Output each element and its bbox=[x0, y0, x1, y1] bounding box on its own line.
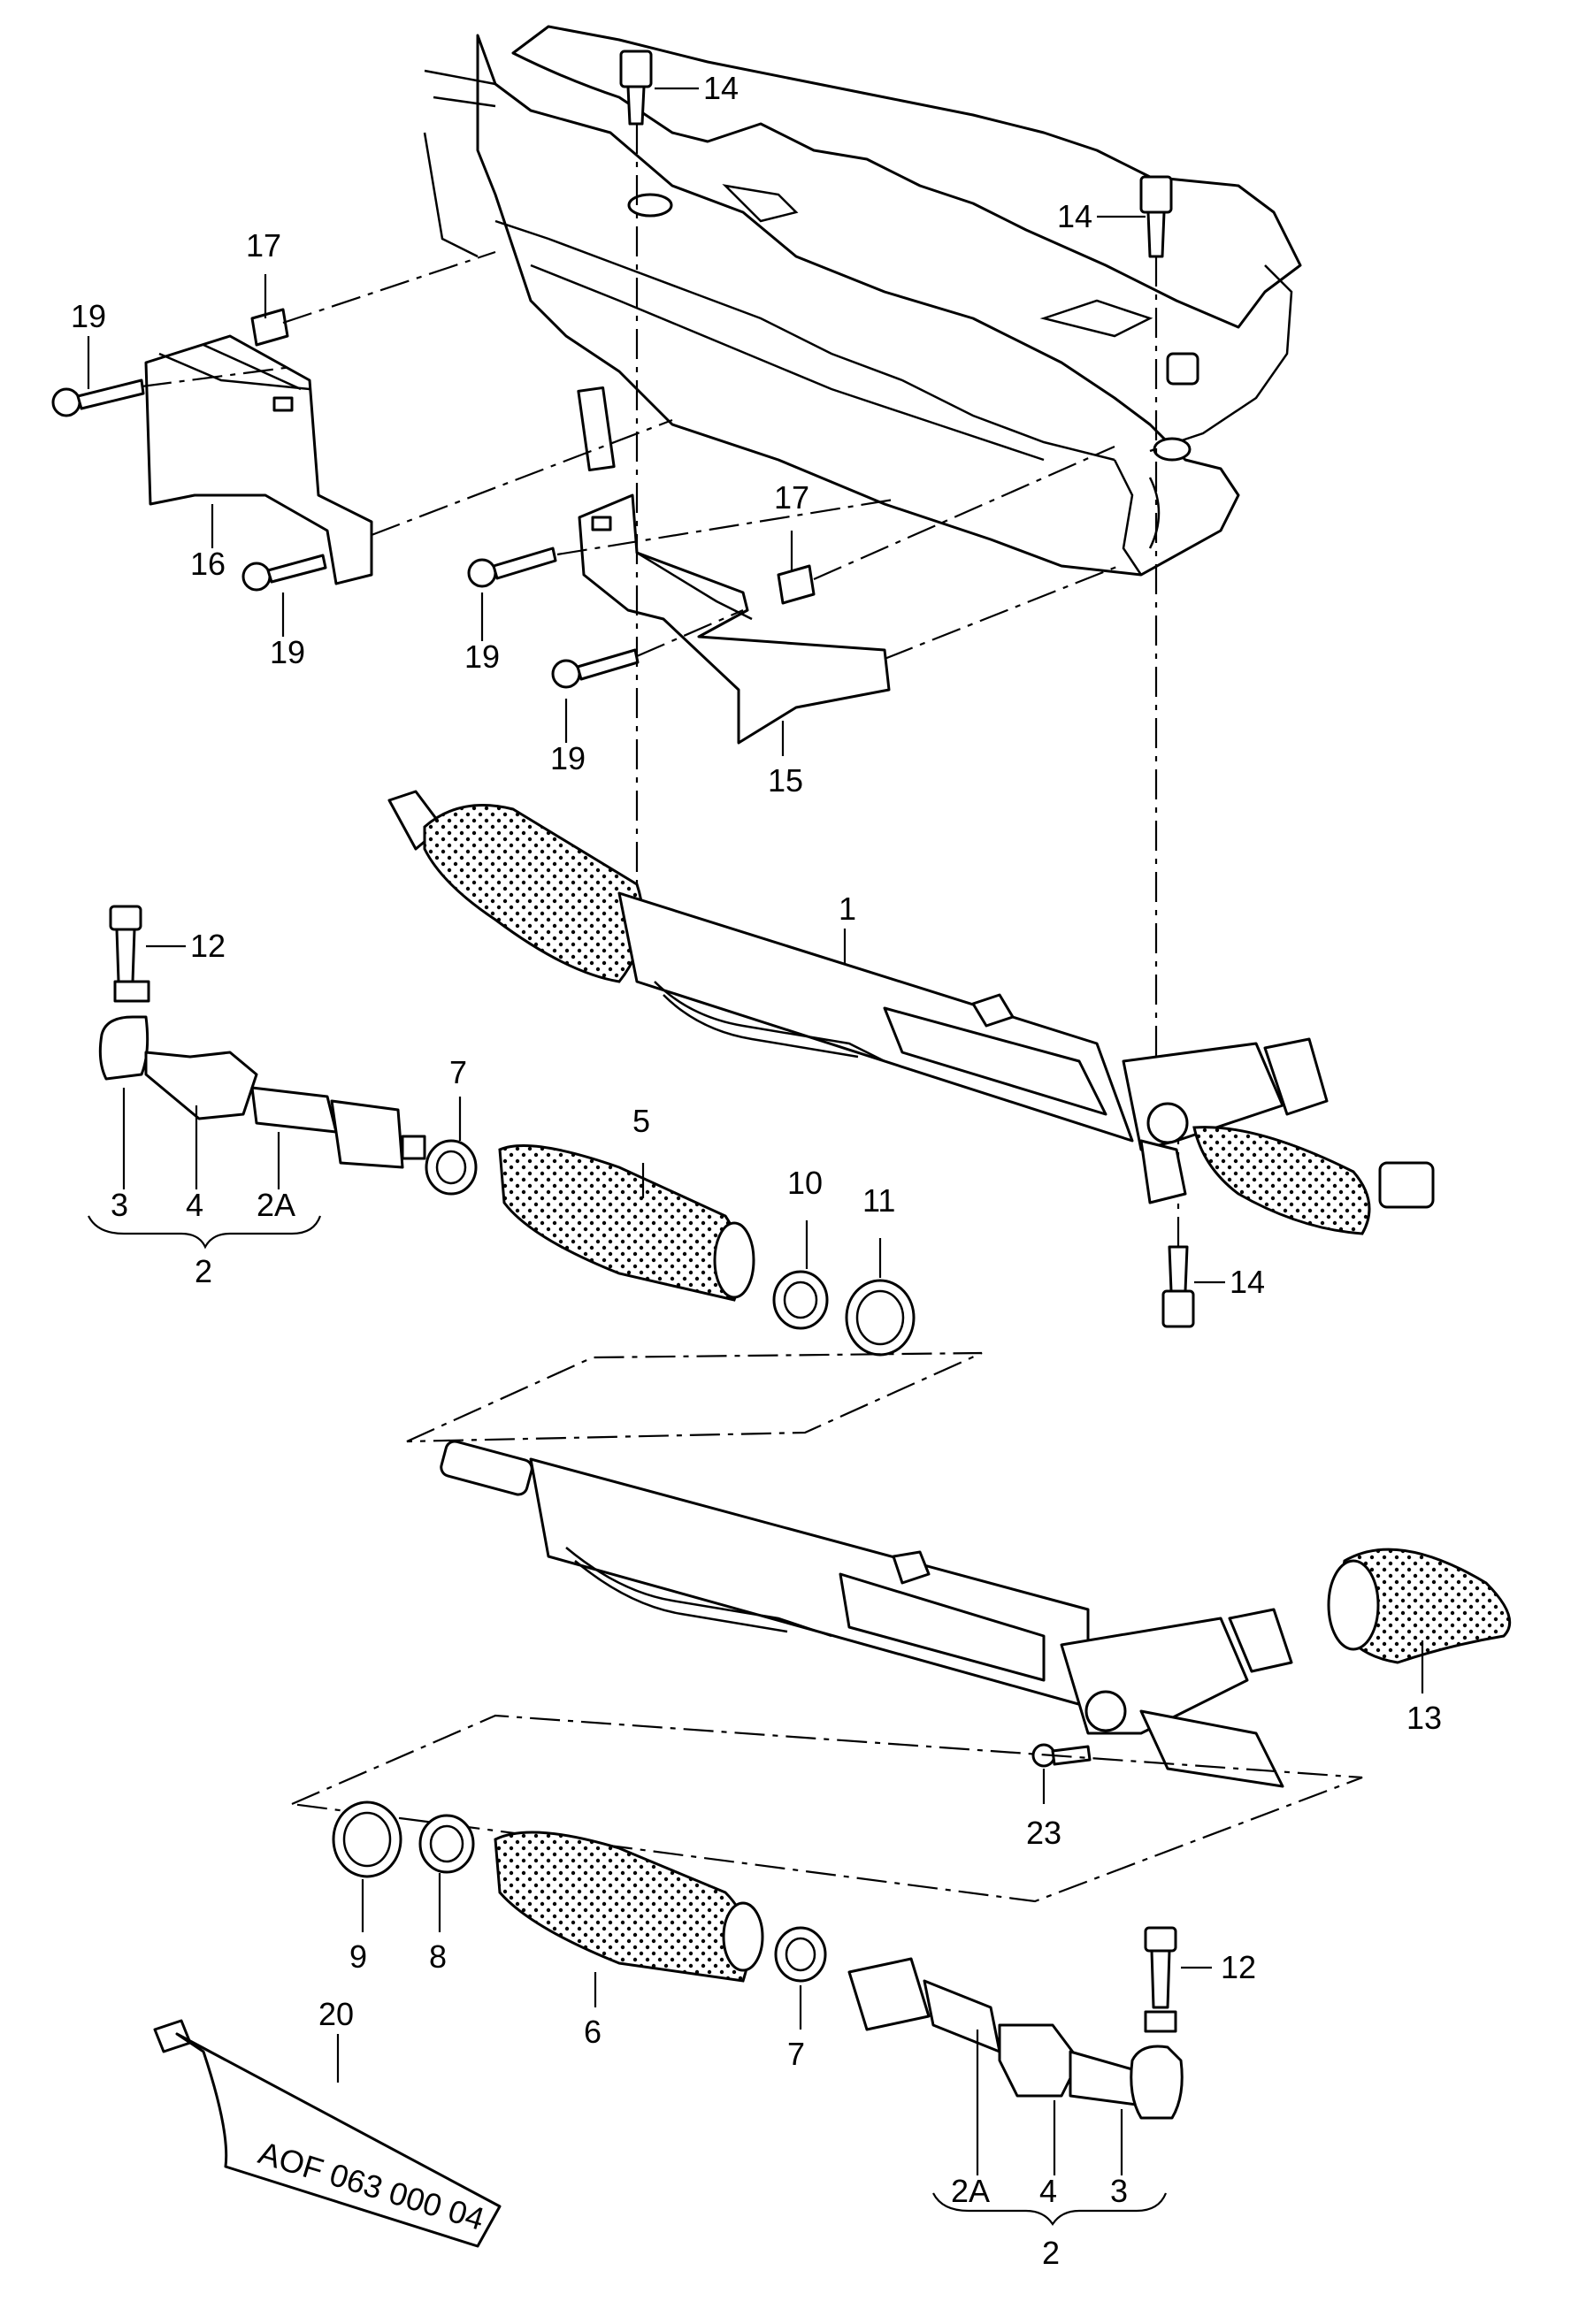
callout-10: 10 bbox=[787, 1165, 823, 1201]
clamp-10 bbox=[772, 1270, 829, 1330]
bracket-16 bbox=[144, 334, 373, 585]
callout-4-top: 4 bbox=[186, 1187, 203, 1223]
callout-3-bottom: 3 bbox=[1110, 2173, 1128, 2209]
callout-16: 16 bbox=[190, 546, 226, 582]
callout-labels: 1 2 2A 3 4 5 7 10 11 12 14 14 14 15 16 1… bbox=[71, 70, 1442, 2271]
callout-12-top: 12 bbox=[190, 928, 226, 964]
tie-rod-4-2a-top bbox=[144, 1051, 426, 1169]
callout-8: 8 bbox=[429, 1938, 447, 1975]
callout-19-b: 19 bbox=[270, 634, 305, 670]
callout-2-top: 2 bbox=[195, 1253, 212, 1289]
callout-2-bottom: 2 bbox=[1042, 2235, 1060, 2271]
callout-7-top: 7 bbox=[449, 1054, 467, 1090]
bolt-19-a bbox=[51, 378, 145, 417]
bolt-23 bbox=[1031, 1743, 1092, 1768]
bolt-14-lower bbox=[1161, 1245, 1195, 1328]
callout-11: 11 bbox=[862, 1182, 895, 1219]
callout-20: 20 bbox=[318, 1996, 354, 2032]
ring-11 bbox=[845, 1279, 916, 1357]
callout-7-bottom: 7 bbox=[787, 2036, 805, 2072]
steering-rack-lower bbox=[440, 1440, 1293, 1788]
callout-15: 15 bbox=[768, 762, 803, 799]
callout-4-bottom: 4 bbox=[1039, 2173, 1057, 2209]
callout-2a-bottom: 2A bbox=[951, 2173, 990, 2209]
bellows-13 bbox=[1327, 1548, 1512, 1664]
bolt-19-c bbox=[467, 547, 557, 588]
callout-23: 23 bbox=[1026, 1815, 1061, 1851]
callout-19-a: 19 bbox=[71, 298, 106, 334]
callout-14-b: 14 bbox=[1057, 198, 1092, 234]
bolt-19-b bbox=[241, 554, 327, 592]
callout-2a-top: 2A bbox=[257, 1187, 295, 1223]
callout-13: 13 bbox=[1406, 1700, 1442, 1736]
bolt-14-top-right bbox=[1139, 175, 1173, 258]
callout-14-c: 14 bbox=[1230, 1264, 1265, 1300]
callout-14-a: 14 bbox=[703, 70, 739, 106]
bolt-12-top bbox=[109, 905, 142, 983]
callout-17-b: 17 bbox=[774, 479, 809, 516]
leader-lines bbox=[87, 87, 1424, 2226]
callout-3-top: 3 bbox=[111, 1187, 128, 1223]
assembly-box-middle bbox=[406, 1351, 983, 1443]
bolt-14-top-left bbox=[619, 50, 653, 126]
steering-rack-1 bbox=[387, 790, 1435, 1235]
ring-9 bbox=[332, 1800, 402, 1878]
tie-rod-end-3-top bbox=[98, 980, 150, 1081]
callout-6: 6 bbox=[584, 2014, 602, 2050]
boot-5 bbox=[498, 1144, 755, 1302]
callout-9: 9 bbox=[349, 1938, 367, 1975]
clip-17-right bbox=[777, 564, 816, 605]
assembly-box-lower bbox=[287, 1714, 1363, 1903]
callout-1: 1 bbox=[839, 891, 856, 927]
bracket-15 bbox=[578, 493, 891, 745]
bolt-12-bottom bbox=[1144, 1926, 1177, 2009]
clamp-8 bbox=[418, 1814, 475, 1874]
grease-tube-20: AOF 063 000 04 bbox=[153, 2019, 502, 2248]
tie-rod-2a-4-bottom bbox=[847, 1957, 1138, 2106]
callout-19-d: 19 bbox=[550, 740, 586, 776]
tie-rod-end-3-bottom bbox=[1130, 2010, 1184, 2120]
callout-17-a: 17 bbox=[246, 227, 281, 264]
clamp-7-bottom bbox=[774, 1926, 827, 1983]
boot-6 bbox=[494, 1831, 764, 1983]
bolt-19-d bbox=[551, 648, 640, 689]
clip-17-left bbox=[250, 308, 289, 347]
callout-12-bottom: 12 bbox=[1221, 1949, 1256, 1985]
callout-19-c: 19 bbox=[464, 638, 500, 675]
subframe-crossmember bbox=[423, 25, 1302, 577]
clamp-7-top bbox=[425, 1139, 478, 1196]
callout-5: 5 bbox=[632, 1103, 650, 1139]
